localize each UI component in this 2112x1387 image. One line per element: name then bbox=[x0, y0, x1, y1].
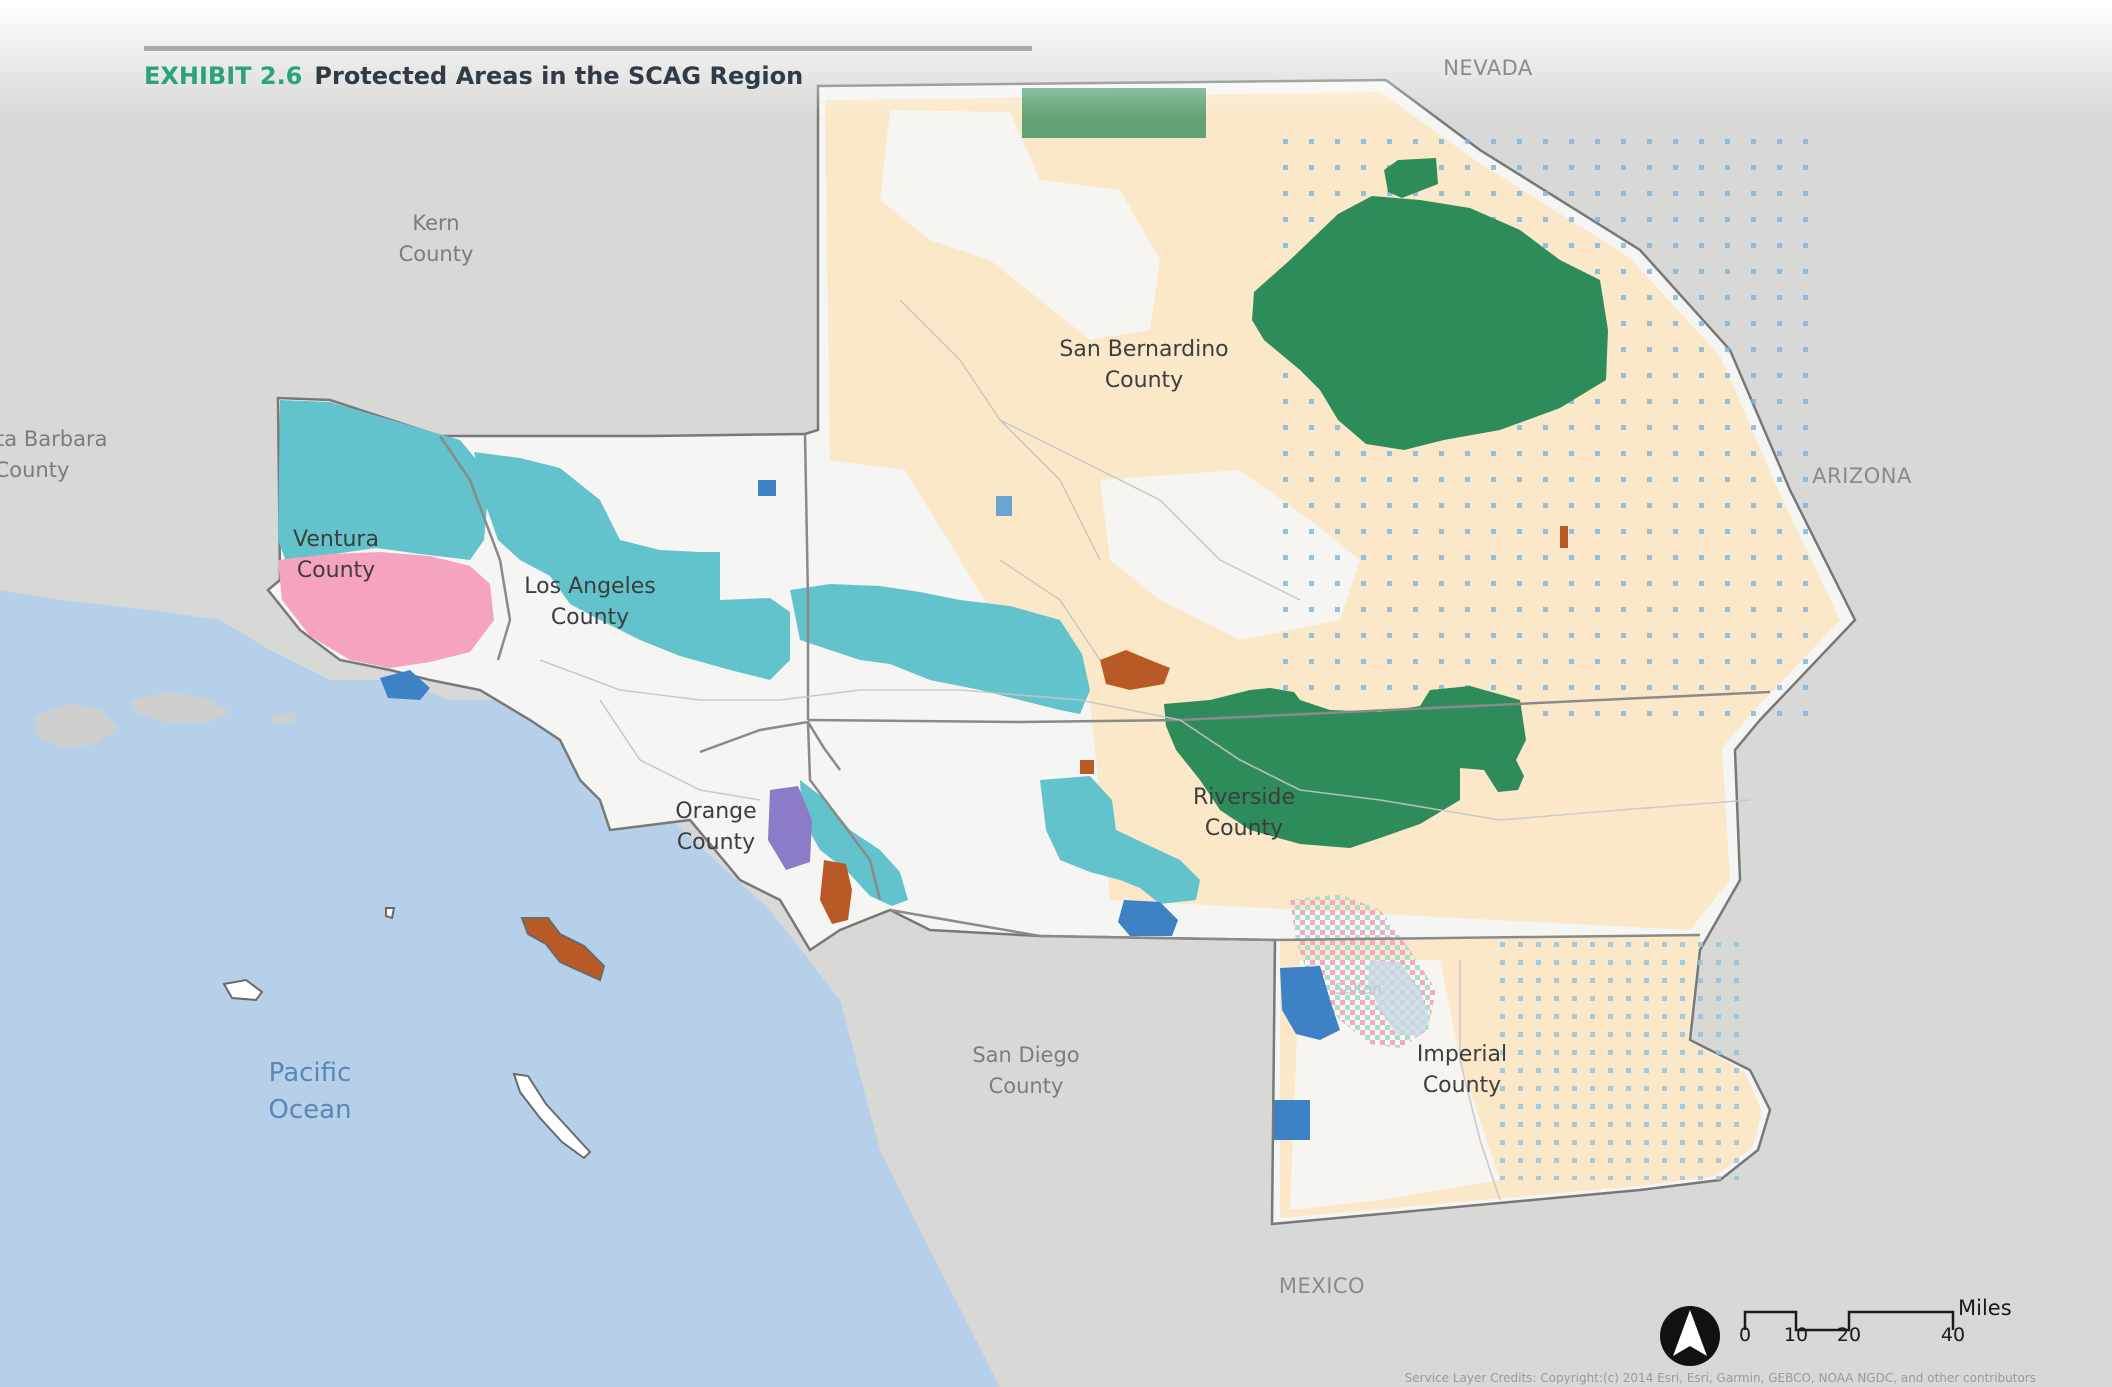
label-santa-barbara-county: Santa Barbara County bbox=[0, 427, 108, 482]
island-small bbox=[272, 712, 296, 724]
angeles-national-forest bbox=[474, 452, 790, 680]
san-bernardino-national-forest bbox=[790, 584, 1090, 714]
mojave-preserve-north-lobe bbox=[1384, 158, 1438, 198]
label-ventura-county: Ventura County bbox=[293, 527, 379, 583]
scale-bar-graphic bbox=[1743, 1310, 1955, 1332]
road-network bbox=[539, 299, 1751, 1201]
dotted-parcels-imperial bbox=[1500, 940, 1740, 1180]
label-mexico: MEXICO bbox=[1278, 1274, 1366, 1298]
scale-tick-40: 40 bbox=[1940, 1324, 1966, 1346]
local-open-space-riverside-south bbox=[1118, 900, 1178, 936]
unprotected-mojave bbox=[880, 110, 1160, 340]
local-open-space-imperial-south bbox=[1274, 1100, 1310, 1140]
north-arrow-icon bbox=[1660, 1306, 1720, 1366]
island-san-clemente bbox=[512, 1072, 592, 1160]
boundary-riverside-imperial bbox=[889, 908, 1701, 942]
cleveland-national-forest bbox=[800, 780, 908, 906]
label-orange-county: Orange County bbox=[675, 799, 757, 855]
label-riverside-county: Riverside County bbox=[1192, 785, 1296, 841]
military-orange bbox=[820, 860, 852, 924]
local-open-space-ventura bbox=[380, 670, 430, 700]
exhibit-title: Protected Areas in the SCAG Region bbox=[314, 62, 804, 90]
santa-monica-mountains-state-park bbox=[278, 552, 494, 668]
scale-tick-0: 0 bbox=[1738, 1324, 1752, 1346]
island-santa-cruz bbox=[34, 704, 118, 748]
local-open-space-imperial-west bbox=[1280, 966, 1340, 1040]
scale-tick-20: 20 bbox=[1836, 1324, 1862, 1346]
scale-tick-10: 10 bbox=[1783, 1324, 1809, 1346]
label-san-diego-county: San Diego County bbox=[972, 1043, 1080, 1098]
local-open-space-la-north bbox=[758, 480, 776, 496]
island-tiny bbox=[385, 907, 396, 920]
salton-sea bbox=[1368, 960, 1430, 1036]
exhibit-number: EXHIBIT 2.6 bbox=[144, 62, 303, 90]
label-kern-county: Kern County bbox=[398, 211, 474, 266]
san-jacinto-forest bbox=[1040, 776, 1200, 904]
los-padres-national-forest bbox=[278, 400, 490, 572]
military-san-bernardino bbox=[1100, 650, 1170, 690]
label-imperial-county: Imperial County bbox=[1416, 1042, 1508, 1098]
label-san-bernardino-county: San Bernardino County bbox=[1059, 337, 1229, 393]
island-catalina bbox=[520, 917, 606, 982]
island-anacapa bbox=[130, 692, 230, 722]
label-pacific-ocean: Pacific Ocean bbox=[268, 1058, 352, 1125]
island-san-nicolas bbox=[222, 978, 264, 1002]
conservancy-orange bbox=[768, 786, 812, 870]
service-layer-credits: Service Layer Credits: Copyright:(c) 201… bbox=[1404, 1371, 2036, 1385]
label-salton-sea: Salton bbox=[1334, 980, 1382, 998]
label-los-angeles-county: Los Angeles County bbox=[524, 574, 656, 630]
page-title: EXHIBIT 2.6 Protected Areas in the SCAG R… bbox=[144, 62, 803, 90]
header-rule bbox=[144, 46, 1032, 51]
label-nevada: NEVADA bbox=[1443, 56, 1533, 80]
scale-bar: 0 10 20 40 Miles bbox=[1658, 1296, 2018, 1368]
military-sb-east bbox=[1560, 526, 1568, 548]
boundary-la-sb bbox=[803, 433, 810, 720]
boundary-orange-riverside bbox=[806, 721, 882, 901]
mojave-national-preserve bbox=[1252, 196, 1608, 450]
unprotected-imperial-valley bbox=[1290, 960, 1500, 1210]
joshua-tree-national-park bbox=[1164, 686, 1526, 848]
scale-unit: Miles bbox=[1958, 1296, 2012, 1320]
military-riverside bbox=[1080, 760, 1094, 774]
boundary-ventura-la bbox=[438, 435, 512, 661]
label-arizona: ARIZONA bbox=[1812, 464, 1912, 488]
local-open-space-sb bbox=[996, 496, 1012, 516]
top-fade bbox=[0, 0, 2112, 120]
